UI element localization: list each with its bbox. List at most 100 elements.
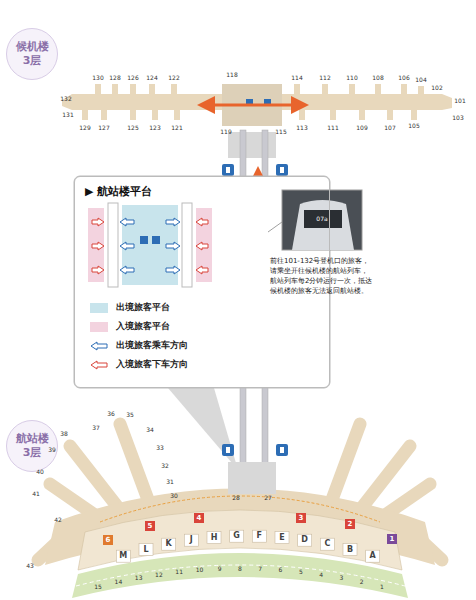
gate-number: 126 [127, 75, 138, 81]
gate-number: 110 [346, 75, 357, 81]
gate-number: 8 [238, 566, 242, 572]
pier [385, 484, 430, 515]
counter-letter: G [233, 532, 240, 540]
check-in-island [298, 534, 312, 546]
curbside-road [72, 553, 408, 598]
gate-number: 43 [26, 563, 34, 569]
gate-number: 34 [146, 427, 154, 433]
gate-number: 35 [126, 412, 134, 418]
boarding-arrow [120, 218, 134, 226]
counter-letter: J [190, 536, 193, 544]
pier [101, 108, 107, 120]
check-in-island [116, 550, 130, 562]
alighting-arrow [196, 266, 208, 274]
floor-badge: 候机楼 3层 [6, 28, 58, 80]
counter-letter: E [279, 534, 284, 542]
gate-number: 109 [356, 125, 367, 131]
check-in-island [230, 530, 244, 542]
legend-arrow-shape [91, 361, 107, 369]
legend-text: 入境旅客平台 [116, 322, 170, 331]
pier [95, 84, 101, 96]
floor-label: 航站楼 3层 [12, 432, 52, 460]
gate-number: 3 [299, 515, 304, 522]
gate-number: 131 [62, 112, 73, 118]
train-window [304, 210, 342, 228]
boarding-arrow [120, 266, 134, 274]
boarding-arrow [166, 266, 180, 274]
legend-arrow [89, 340, 109, 352]
pier [82, 108, 88, 120]
gate-number: 42 [54, 517, 62, 523]
boarding-arrow [120, 242, 134, 250]
pier [330, 108, 336, 120]
gate-number: 106 [398, 75, 409, 81]
gate-number: 108 [372, 75, 383, 81]
station-icon [222, 444, 234, 456]
gate-number: 123 [149, 125, 160, 131]
pier [174, 108, 180, 120]
gate-number: 114 [291, 75, 302, 81]
gate-number: 103 [452, 115, 463, 121]
gate-number: 128 [109, 75, 120, 81]
pier [349, 84, 355, 96]
gate-number: 07a [316, 216, 327, 222]
check-in-island [162, 538, 176, 550]
station-icon-glyph [280, 447, 284, 453]
legend-text: 出境旅客平台 [116, 303, 170, 312]
pier [112, 84, 118, 96]
gate-number: 7 [258, 566, 262, 572]
alighting-arrow [92, 242, 104, 250]
gate-number: 14 [115, 579, 123, 585]
gate-number: 118 [226, 72, 237, 78]
station-icon-glyph [280, 167, 284, 173]
gate-number: 122 [168, 75, 179, 81]
alighting-arrow [92, 266, 104, 274]
gate-number: 5 [299, 569, 303, 575]
pier [322, 84, 328, 96]
gate-number: 107 [384, 125, 395, 131]
gate-number: 130 [92, 75, 103, 81]
gate-number: 30 [170, 493, 178, 499]
gate-number: 3 [339, 575, 343, 581]
floor-label: 候机楼 3层 [12, 40, 52, 68]
gate-number: 12 [155, 572, 163, 578]
legend-arrow-shape [91, 342, 107, 350]
gate-number: 112 [319, 75, 330, 81]
gate-number: 119 [220, 129, 231, 135]
gate-number: 13 [135, 575, 143, 581]
gate-number: 111 [327, 125, 338, 131]
gate-number: 9 [218, 566, 222, 572]
pier [330, 424, 360, 505]
pier [387, 108, 393, 120]
gate-number: 39 [48, 447, 56, 453]
pier [50, 484, 95, 515]
terminal-station [228, 462, 276, 494]
gate-number: 125 [127, 125, 138, 131]
alighting-arrow [196, 242, 208, 250]
legend-text: 入境旅客下车方向 [116, 360, 188, 369]
accessibility-icon [152, 236, 160, 244]
gate-number: 4 [197, 515, 202, 522]
station-icon-glyph [226, 447, 230, 453]
pier [411, 108, 417, 120]
gate-number: 132 [60, 96, 71, 102]
leader-line [268, 222, 282, 232]
inset-track [182, 203, 192, 287]
station-icon [222, 164, 234, 176]
pier [120, 424, 150, 505]
pier [359, 108, 365, 120]
legend-swatch [90, 303, 108, 313]
counter-letter: C [324, 540, 330, 548]
check-in-island [207, 532, 221, 544]
pier [171, 84, 177, 96]
alighting-arrow [196, 218, 208, 226]
legend-swatch [90, 322, 108, 332]
gate-number: 27 [264, 495, 272, 501]
counter-letter: F [257, 532, 262, 540]
pier [299, 108, 305, 120]
train-photo [282, 190, 362, 250]
gate-number: 115 [275, 129, 286, 135]
